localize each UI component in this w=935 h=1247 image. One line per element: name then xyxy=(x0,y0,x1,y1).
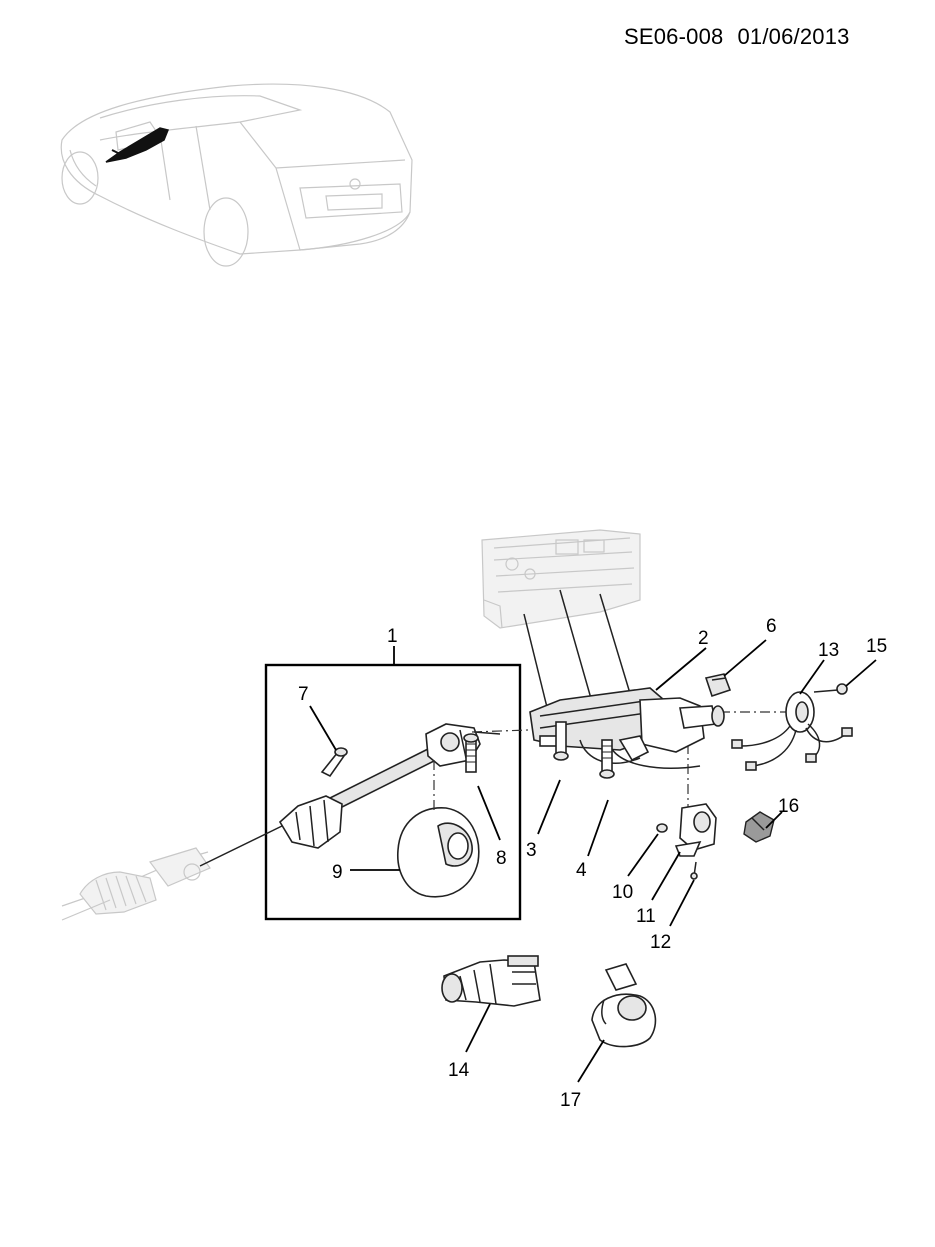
part-15-screw xyxy=(813,683,848,695)
callout-10: 10 xyxy=(612,882,633,903)
callout-4: 4 xyxy=(576,860,587,881)
callout-13: 13 xyxy=(818,640,839,661)
part-10-pin xyxy=(656,823,668,833)
car-locator-illustration xyxy=(60,83,413,267)
callout-11: 11 xyxy=(636,906,656,927)
part-7-bolt xyxy=(320,747,348,778)
part-16-switch xyxy=(743,811,775,843)
part-17-ignition-switch xyxy=(591,963,657,1048)
part-3-bolt xyxy=(553,721,569,761)
callout-9: 9 xyxy=(332,862,343,883)
callout-7: 7 xyxy=(298,684,309,705)
callout-3: 3 xyxy=(526,840,537,861)
part-12-screw xyxy=(690,861,698,880)
callout-8: 8 xyxy=(496,848,507,869)
callout-16: 16 xyxy=(778,796,799,817)
ref-date: 01/06/2013 xyxy=(737,24,850,49)
callout-2: 2 xyxy=(698,628,709,649)
callout-14: 14 xyxy=(448,1060,470,1081)
part-9-seal-boot xyxy=(397,807,480,898)
part-8-bolt xyxy=(463,733,479,773)
callout-17: 17 xyxy=(560,1090,581,1111)
callout-12: 12 xyxy=(650,932,671,953)
part-1-kit-frame xyxy=(264,663,522,921)
callout-labels: 1 2 3 4 6 7 8 9 10 11 12 13 14 15 16 17 xyxy=(298,616,887,1111)
callout-6: 6 xyxy=(766,616,777,637)
part-11-lock-housing xyxy=(674,803,717,857)
part-14-combination-switch xyxy=(441,955,541,1007)
alignment-line xyxy=(471,729,529,733)
callout-1: 1 xyxy=(387,626,398,647)
part-4-bolt xyxy=(599,739,615,779)
callout-15: 15 xyxy=(866,636,887,657)
rack-connection-line xyxy=(199,825,283,867)
leader-lines xyxy=(309,639,877,1083)
ref-code: SE06-008 xyxy=(624,24,724,49)
steering-rack-ghost xyxy=(61,847,211,921)
part-6-connector xyxy=(704,673,732,698)
dashboard-crossbeam-ghost xyxy=(481,529,641,629)
part-13-clock-spring xyxy=(731,691,853,771)
diagram-reference: SE06-008 01/06/2013 xyxy=(624,24,850,50)
